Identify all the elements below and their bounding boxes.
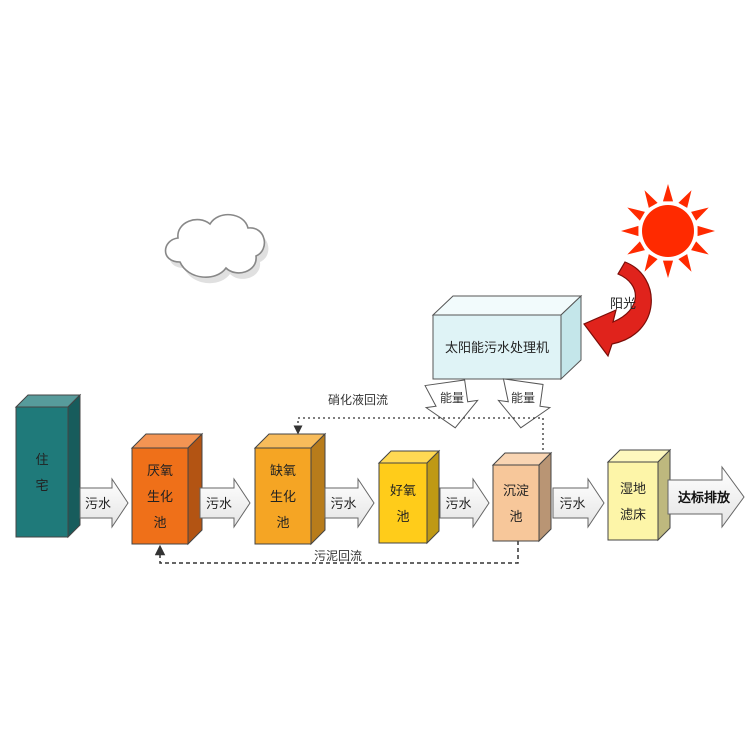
flow-arrow-shape xyxy=(79,477,129,529)
discharge-label: 达标排放 xyxy=(678,490,731,506)
stage-residence: 住宅 xyxy=(14,393,82,539)
stage-aerobic-label-1: 池 xyxy=(396,510,409,525)
discharge-arrow-shape xyxy=(667,465,745,529)
stage-residence-label-0: 住 xyxy=(35,453,48,468)
sludge-reflux-line xyxy=(154,541,519,564)
stage-sedimentation-label-1: 池 xyxy=(509,510,522,525)
flow-arrow-label: 污水 xyxy=(445,497,471,512)
stage-wetland-label-1: 滤床 xyxy=(620,508,646,523)
flow-arrow-4: 污水 xyxy=(439,477,490,529)
stage-aerobic-label-0: 好氧 xyxy=(390,484,416,499)
cloud-icon xyxy=(164,213,269,284)
sun-icon xyxy=(621,184,715,278)
stage-aerobic: 好氧池 xyxy=(377,449,441,545)
stage-anaerobic-label-1: 生化 xyxy=(147,490,173,505)
stage-sedimentation: 沉淀池 xyxy=(491,451,553,543)
discharge-arrow: 达标排放 xyxy=(667,465,745,529)
stage-anaerobic-label-2: 池 xyxy=(153,516,166,531)
flow-arrow-label: 污水 xyxy=(206,497,232,512)
sludge-reflux-label: 污泥回流 xyxy=(314,549,362,563)
flow-arrow-label: 污水 xyxy=(85,497,111,512)
energy-label-left: 能量 xyxy=(440,391,464,405)
sunlight-arrow-icon xyxy=(583,261,652,358)
stage-anoxic-label-0: 缺氧 xyxy=(270,464,296,479)
stage-anoxic-label-1: 生化 xyxy=(270,490,296,505)
energy-label-right: 能量 xyxy=(511,391,535,405)
energy-arrow-left xyxy=(424,379,479,429)
flow-arrow-label: 污水 xyxy=(330,497,356,512)
stage-wetland-label-0: 湿地 xyxy=(620,482,646,497)
nitrate-reflux-label: 硝化液回流 xyxy=(328,392,388,407)
flow-arrow-shape xyxy=(324,477,375,529)
stage-anaerobic-label-0: 厌氧 xyxy=(147,464,173,479)
stage-sedimentation-label-0: 沉淀 xyxy=(503,484,529,499)
stage-anoxic-label-2: 池 xyxy=(276,516,289,531)
flow-arrow-shape xyxy=(439,477,490,529)
machine-label: 太阳能污水处理机 xyxy=(445,341,549,356)
flow-arrow-3: 污水 xyxy=(324,477,375,529)
flow-arrow-2: 污水 xyxy=(199,477,251,529)
flow-arrow-label: 污水 xyxy=(559,497,585,512)
flow-arrow-1: 污水 xyxy=(79,477,129,529)
flow-arrow-shape xyxy=(199,477,251,529)
flow-arrow-shape xyxy=(552,477,605,529)
energy-arrow-right xyxy=(497,378,552,429)
solar-treatment-machine: 太阳能污水处理机 xyxy=(431,294,583,381)
stage-residence-label-1: 宅 xyxy=(35,479,48,494)
sunlight-label: 阳光 xyxy=(610,297,636,312)
flow-arrow-5: 污水 xyxy=(552,477,605,529)
